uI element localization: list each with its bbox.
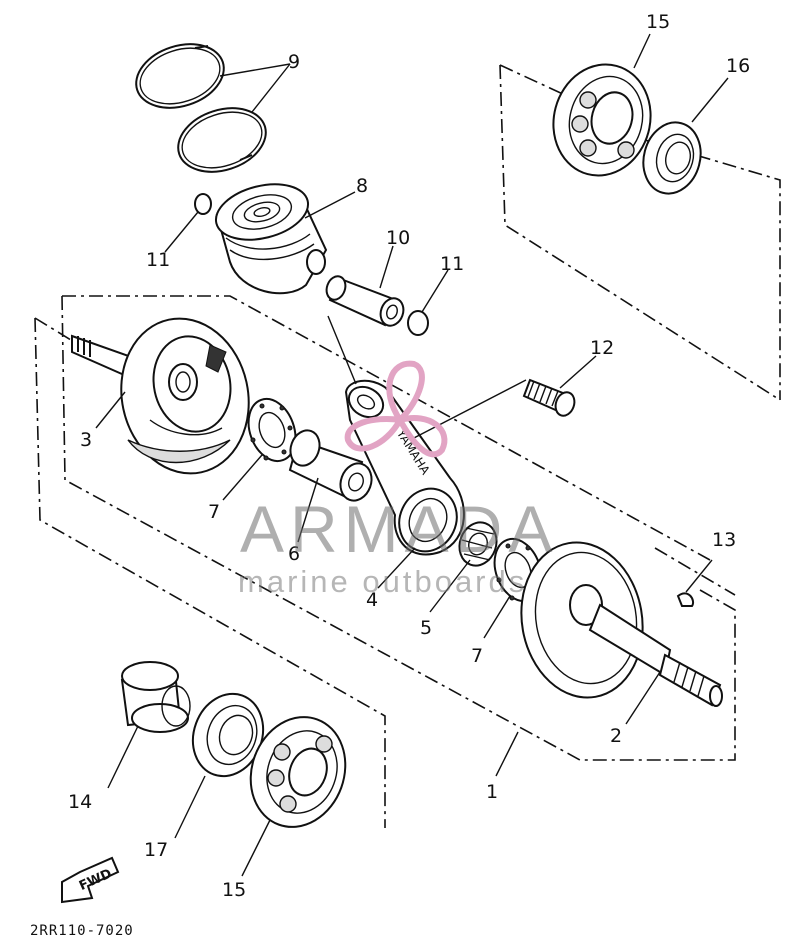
part-label-11-left: 11 — [146, 249, 170, 271]
part-label-15-top: 15 — [646, 11, 670, 33]
big-end-bearing — [458, 521, 498, 567]
part-label-17: 17 — [144, 839, 168, 861]
circlip-left — [194, 193, 212, 215]
upper-oil-seal — [642, 121, 702, 195]
part-label-7-right: 7 — [471, 645, 483, 667]
part-label-4: 4 — [366, 589, 378, 611]
watermark-brand: ARMADA — [240, 492, 558, 566]
upper-bearing — [552, 63, 652, 177]
part-label-1: 1 — [486, 781, 498, 803]
part-label-6: 6 — [288, 543, 300, 565]
main-group-frame — [61, 295, 736, 761]
lower-oil-seal — [191, 692, 265, 778]
propeller-blade — [386, 360, 425, 425]
circlip-right — [407, 310, 429, 336]
armada-watermark: ARMADA marine outboards — [238, 360, 558, 599]
piston-rings — [135, 43, 267, 173]
lower-collar — [120, 661, 191, 733]
propeller-logo-icon — [344, 360, 448, 458]
part-label-8: 8 — [356, 175, 368, 197]
part-label-10: 10 — [386, 227, 410, 249]
watermark-tagline: marine outboards — [238, 564, 527, 599]
part-label-7-left: 7 — [208, 501, 220, 523]
part-label-14: 14 — [68, 791, 92, 813]
part-label-16: 16 — [726, 55, 750, 77]
part-label-2: 2 — [610, 725, 622, 747]
thrust-washer-left — [247, 398, 297, 462]
piston — [214, 183, 328, 295]
part-label-9: 9 — [288, 51, 300, 73]
propeller-blade — [344, 416, 405, 452]
lower-bearing — [249, 716, 347, 828]
part-label-11-right: 11 — [440, 253, 464, 275]
part-label-13: 13 — [712, 529, 736, 551]
part-label-15-bottom: 15 — [222, 879, 246, 901]
drawing-code: 2RR110-7020 — [30, 923, 134, 939]
left-crank-wheel — [71, 317, 250, 475]
piston-pin — [325, 275, 405, 327]
fwd-arrow-icon: FWD — [61, 856, 120, 904]
woodruff-key — [676, 592, 694, 607]
part-label-3: 3 — [80, 429, 92, 451]
small-end-bearing — [522, 378, 576, 417]
leader-lines — [95, 33, 729, 877]
part-label-12: 12 — [590, 337, 614, 359]
crank-pin — [288, 429, 373, 502]
part-label-5: 5 — [420, 617, 432, 639]
right-crank-wheel — [520, 541, 723, 707]
propeller-blade — [395, 415, 448, 458]
